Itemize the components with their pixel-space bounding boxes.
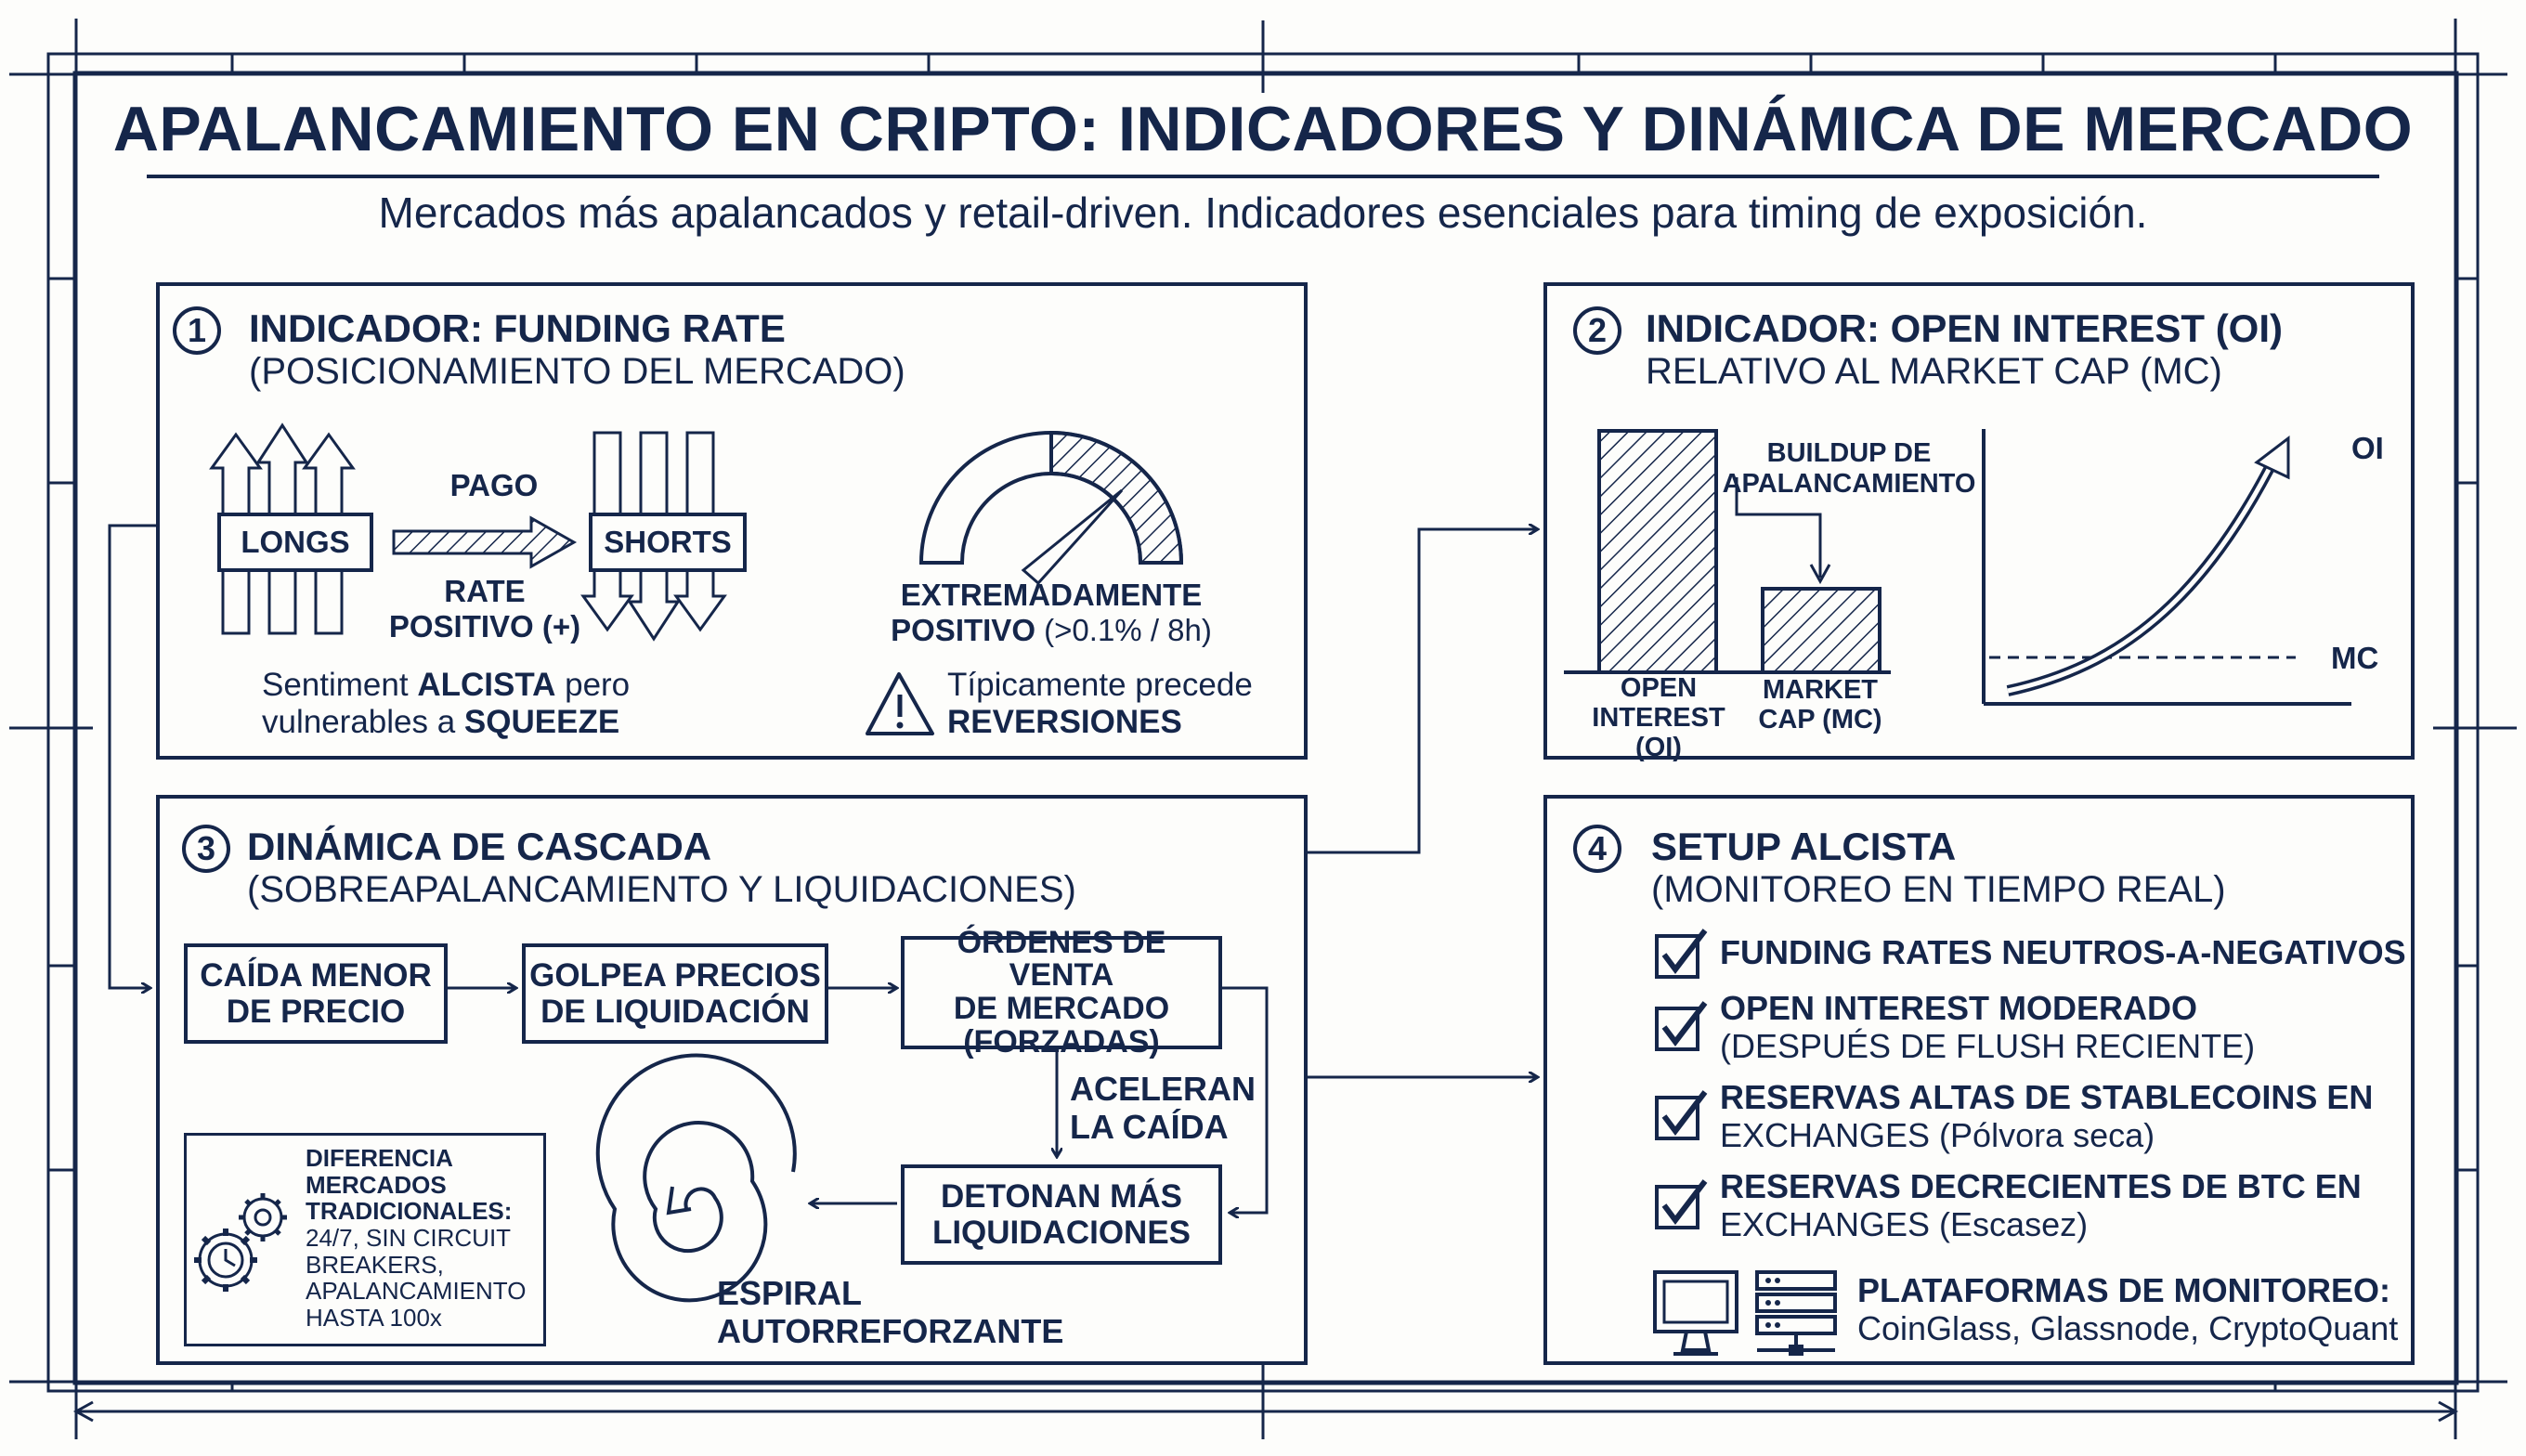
panel-number: 3 [182,825,230,873]
shorts-box: SHORTS [589,513,747,572]
cascade-step-2: GOLPEA PRECIOS DE LIQUIDACIÓN [522,943,828,1044]
page-title: APALANCAMIENTO EN CRIPTO: INDICADORES Y … [112,94,2414,164]
gauge-icon [918,430,1184,586]
panel-number: 2 [1573,306,1621,355]
panel-subheading: (SOBREAPALANCAMIENTO Y LIQUIDACIONES) [247,869,1076,910]
cascade-step-1: CAÍDA MENOR DE PRECIO [184,943,448,1044]
longs-box: LONGS [217,513,373,572]
checkbox-checked-icon [1655,1001,1708,1051]
cascade-arrows [444,795,1269,1365]
panel-subheading: (POSICIONAMIENTO DEL MERCADO) [249,351,905,392]
panel-cascade: 3 DINÁMICA DE CASCADA (SOBREAPALANCAMIEN… [156,795,1308,1365]
checkbox-checked-icon [1655,1090,1708,1140]
cascade-step-4: DETONAN MÁS LIQUIDACIONES [901,1164,1222,1265]
page-subtitle: Mercados más apalancados y retail-driven… [378,188,2148,237]
panel-heading: DINÁMICA DE CASCADA [247,825,712,868]
spiral-icon [595,1053,797,1303]
checklist-item: OPEN INTEREST MODERADO(DESPUÉS DE FLUSH … [1720,989,2256,1065]
warning-icon [866,672,934,735]
cascade-step-3: ÓRDENES DE VENTA DE MERCADO (FORZADAS) [901,926,1222,1059]
checkbox-checked-icon [1655,1179,1708,1229]
panel-heading: INDICADOR: OPEN INTEREST (OI) [1646,306,2284,350]
panel-bullish-setup: 4 SETUP ALCISTA (MONITOREO EN TIEMPO REA… [1543,795,2415,1365]
checkbox-checked-icon [1655,929,1708,979]
panel-heading: INDICADOR: FUNDING RATE [249,306,786,350]
panel-funding-rate: 1 INDICADOR: FUNDING RATE (POSICIONAMIEN… [156,282,1308,760]
oi-vs-mc-bars-icon [1564,429,1891,674]
gauge-label: EXTREMADAMENTE POSITIVO (>0.1% / 8h) [891,578,1212,647]
payment-arrow-icon [392,515,578,569]
pago-label: PAGO [449,468,539,502]
panel-heading: SETUP ALCISTA [1651,825,1957,868]
sentiment-text: Sentiment ALCISTA pero vulnerables a SQU… [262,667,631,741]
panel-number: 1 [173,306,221,355]
traditional-markets-title: DIFERENCIA MERCADOS TRADICIONALES: [306,1144,513,1226]
curve-label-oi: OI [2351,431,2384,465]
platforms-text: PLATAFORMAS DE MONITOREO:CoinGlass, Glas… [1857,1271,2399,1347]
gear-clock-icon [194,1193,287,1292]
server-icon [1755,1270,1837,1356]
traditional-markets-body: 24/7, SIN CIRCUIT BREAKERS, APALANCAMIEN… [306,1224,527,1332]
oi-growth-chart-icon [1982,429,2351,706]
monitor-icon [1653,1270,1738,1356]
panel-number: 4 [1573,825,1621,873]
line-label-mc: MC [2331,641,2379,675]
traditional-markets-note: DIFERENCIA MERCADOS TRADICIONALES: 24/7,… [184,1133,546,1346]
checklist-item: FUNDING RATES NEUTROS-A-NEGATIVOS [1720,933,2406,971]
panel-open-interest: 2 INDICADOR: OPEN INTEREST (OI) RELATIVO… [1543,282,2415,762]
panel-subheading: (MONITOREO EN TIEMPO REAL) [1651,869,2226,910]
panel-subheading: RELATIVO AL MARKET CAP (MC) [1646,351,2222,392]
